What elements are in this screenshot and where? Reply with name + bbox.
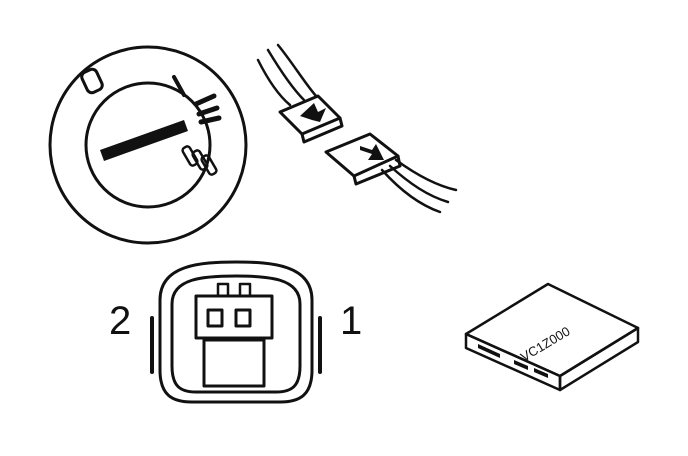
ignition-switch-icon <box>48 45 248 245</box>
pin-1-label: 1 <box>340 299 362 343</box>
pin-2-label: 2 <box>109 299 131 343</box>
arrow-up-icon <box>300 103 326 122</box>
position-i-mark <box>172 75 186 97</box>
position-iii-mark <box>181 145 218 176</box>
pin-2-socket <box>206 308 224 328</box>
connector-plug-icon <box>256 43 458 214</box>
module-printed-text: VC1Z000 <box>518 323 573 364</box>
connector-face-icon <box>150 260 322 404</box>
position-ii-mark <box>193 93 222 125</box>
position-0-mark <box>80 67 104 95</box>
module-box-icon: VC1Z000 <box>464 282 640 392</box>
pin-1-socket <box>234 308 252 328</box>
arrow-down-icon <box>360 144 384 160</box>
